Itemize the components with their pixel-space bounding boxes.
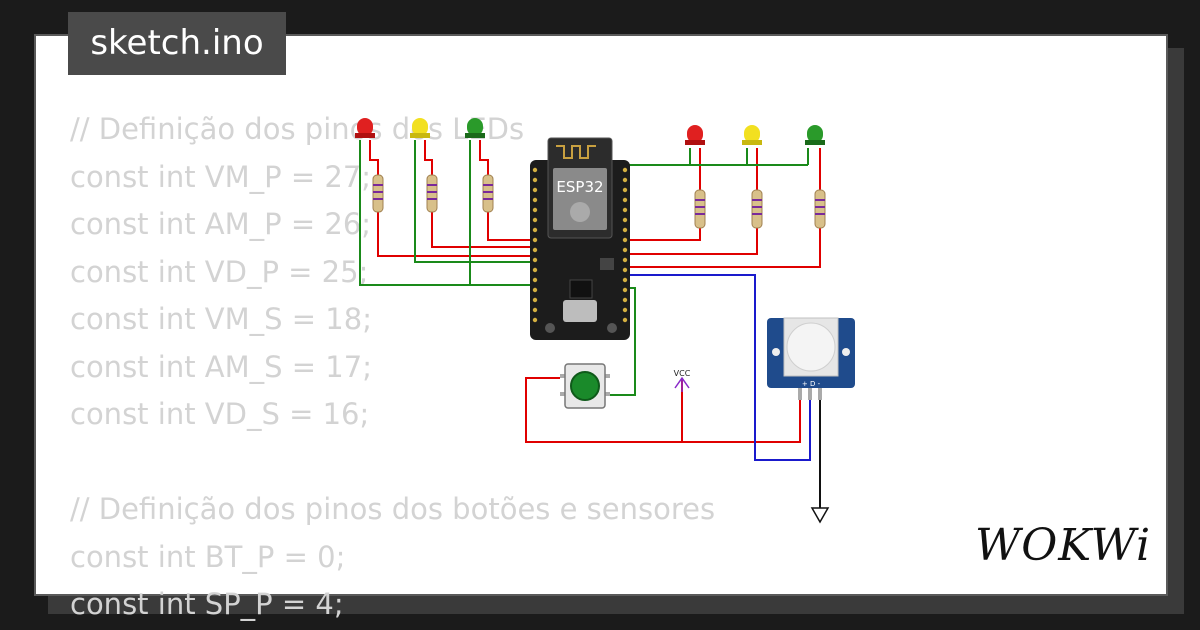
board-pin[interactable] (622, 237, 628, 243)
board-pin[interactable] (532, 167, 538, 173)
board-pin[interactable] (532, 277, 538, 283)
board-pin[interactable] (532, 197, 538, 203)
led-red-2[interactable] (685, 125, 705, 145)
pir-pin-labels: + D - (802, 380, 821, 388)
board-pin[interactable] (532, 227, 538, 233)
board-pin[interactable] (532, 257, 538, 263)
board-pin[interactable] (622, 217, 628, 223)
file-tab[interactable]: sketch.ino (68, 12, 286, 75)
board-pin[interactable] (622, 267, 628, 273)
wire (625, 148, 809, 166)
wire (525, 377, 801, 443)
ground-symbol (810, 507, 830, 524)
board-pin[interactable] (532, 307, 538, 313)
board-pin[interactable] (532, 237, 538, 243)
board-pin[interactable] (532, 177, 538, 183)
wire (479, 140, 489, 175)
board-pin[interactable] (622, 197, 628, 203)
led-green-2[interactable] (805, 125, 825, 145)
board-pin[interactable] (532, 297, 538, 303)
board-pin[interactable] (622, 307, 628, 313)
resistor[interactable] (372, 174, 384, 213)
board-pin[interactable] (622, 247, 628, 253)
wire (431, 212, 535, 248)
resistor[interactable] (814, 189, 826, 229)
code-line: const int VM_S = 18; (70, 302, 372, 336)
wire (424, 140, 433, 175)
vcc-symbol (674, 376, 690, 392)
resistor[interactable] (426, 174, 438, 213)
wire (377, 212, 535, 257)
code-line: const int AM_S = 17; (70, 349, 372, 384)
led-green-1[interactable] (465, 118, 485, 138)
wire (359, 140, 535, 286)
wire (487, 212, 535, 241)
board-pin[interactable] (532, 187, 538, 193)
wire (414, 140, 535, 263)
code-line: const int VD_S = 16; (70, 397, 370, 431)
board-pin[interactable] (622, 187, 628, 193)
esp32-board[interactable] (530, 137, 630, 340)
resistor[interactable] (751, 189, 763, 229)
pir-sensor[interactable] (767, 317, 855, 400)
board-pin[interactable] (622, 167, 628, 173)
board-pin[interactable] (532, 207, 538, 213)
wokwi-logo: WOKWi (975, 520, 1152, 571)
board-pin[interactable] (532, 267, 538, 273)
led-yellow-2[interactable] (742, 125, 762, 145)
wire (625, 228, 758, 255)
board-pin[interactable] (532, 247, 538, 253)
board-pin[interactable] (622, 287, 628, 293)
wire (625, 228, 701, 241)
board-pin[interactable] (532, 287, 538, 293)
wire (625, 274, 811, 461)
board-pin[interactable] (532, 317, 538, 323)
led-red-1[interactable] (355, 118, 375, 138)
code-line: const int BT_P = 0; (70, 539, 346, 574)
board-pin[interactable] (532, 217, 538, 223)
board-label: ESP32 (556, 178, 603, 196)
push-button[interactable] (560, 363, 610, 409)
board-pin[interactable] (622, 317, 628, 323)
code-line: const int SP_P = 4; (70, 587, 344, 621)
code-line: const int AM_P = 26; (70, 207, 372, 241)
wire (625, 228, 821, 268)
code-view: // Definição dos pinos dos LEDs const in… (70, 106, 715, 629)
board-pin[interactable] (622, 207, 628, 213)
resistor[interactable] (482, 174, 494, 213)
code-line: // Definição dos pinos dos botões e sens… (70, 492, 716, 526)
board-pin[interactable] (622, 277, 628, 283)
board-pin[interactable] (622, 297, 628, 303)
board-pin[interactable] (622, 227, 628, 233)
wire (369, 140, 379, 175)
board-pin[interactable] (622, 257, 628, 263)
led-yellow-1[interactable] (410, 118, 430, 138)
code-line: const int VM_P = 27; (70, 159, 372, 194)
vcc-label: VCC (674, 369, 691, 378)
resistor[interactable] (694, 189, 706, 229)
board-pin[interactable] (622, 177, 628, 183)
